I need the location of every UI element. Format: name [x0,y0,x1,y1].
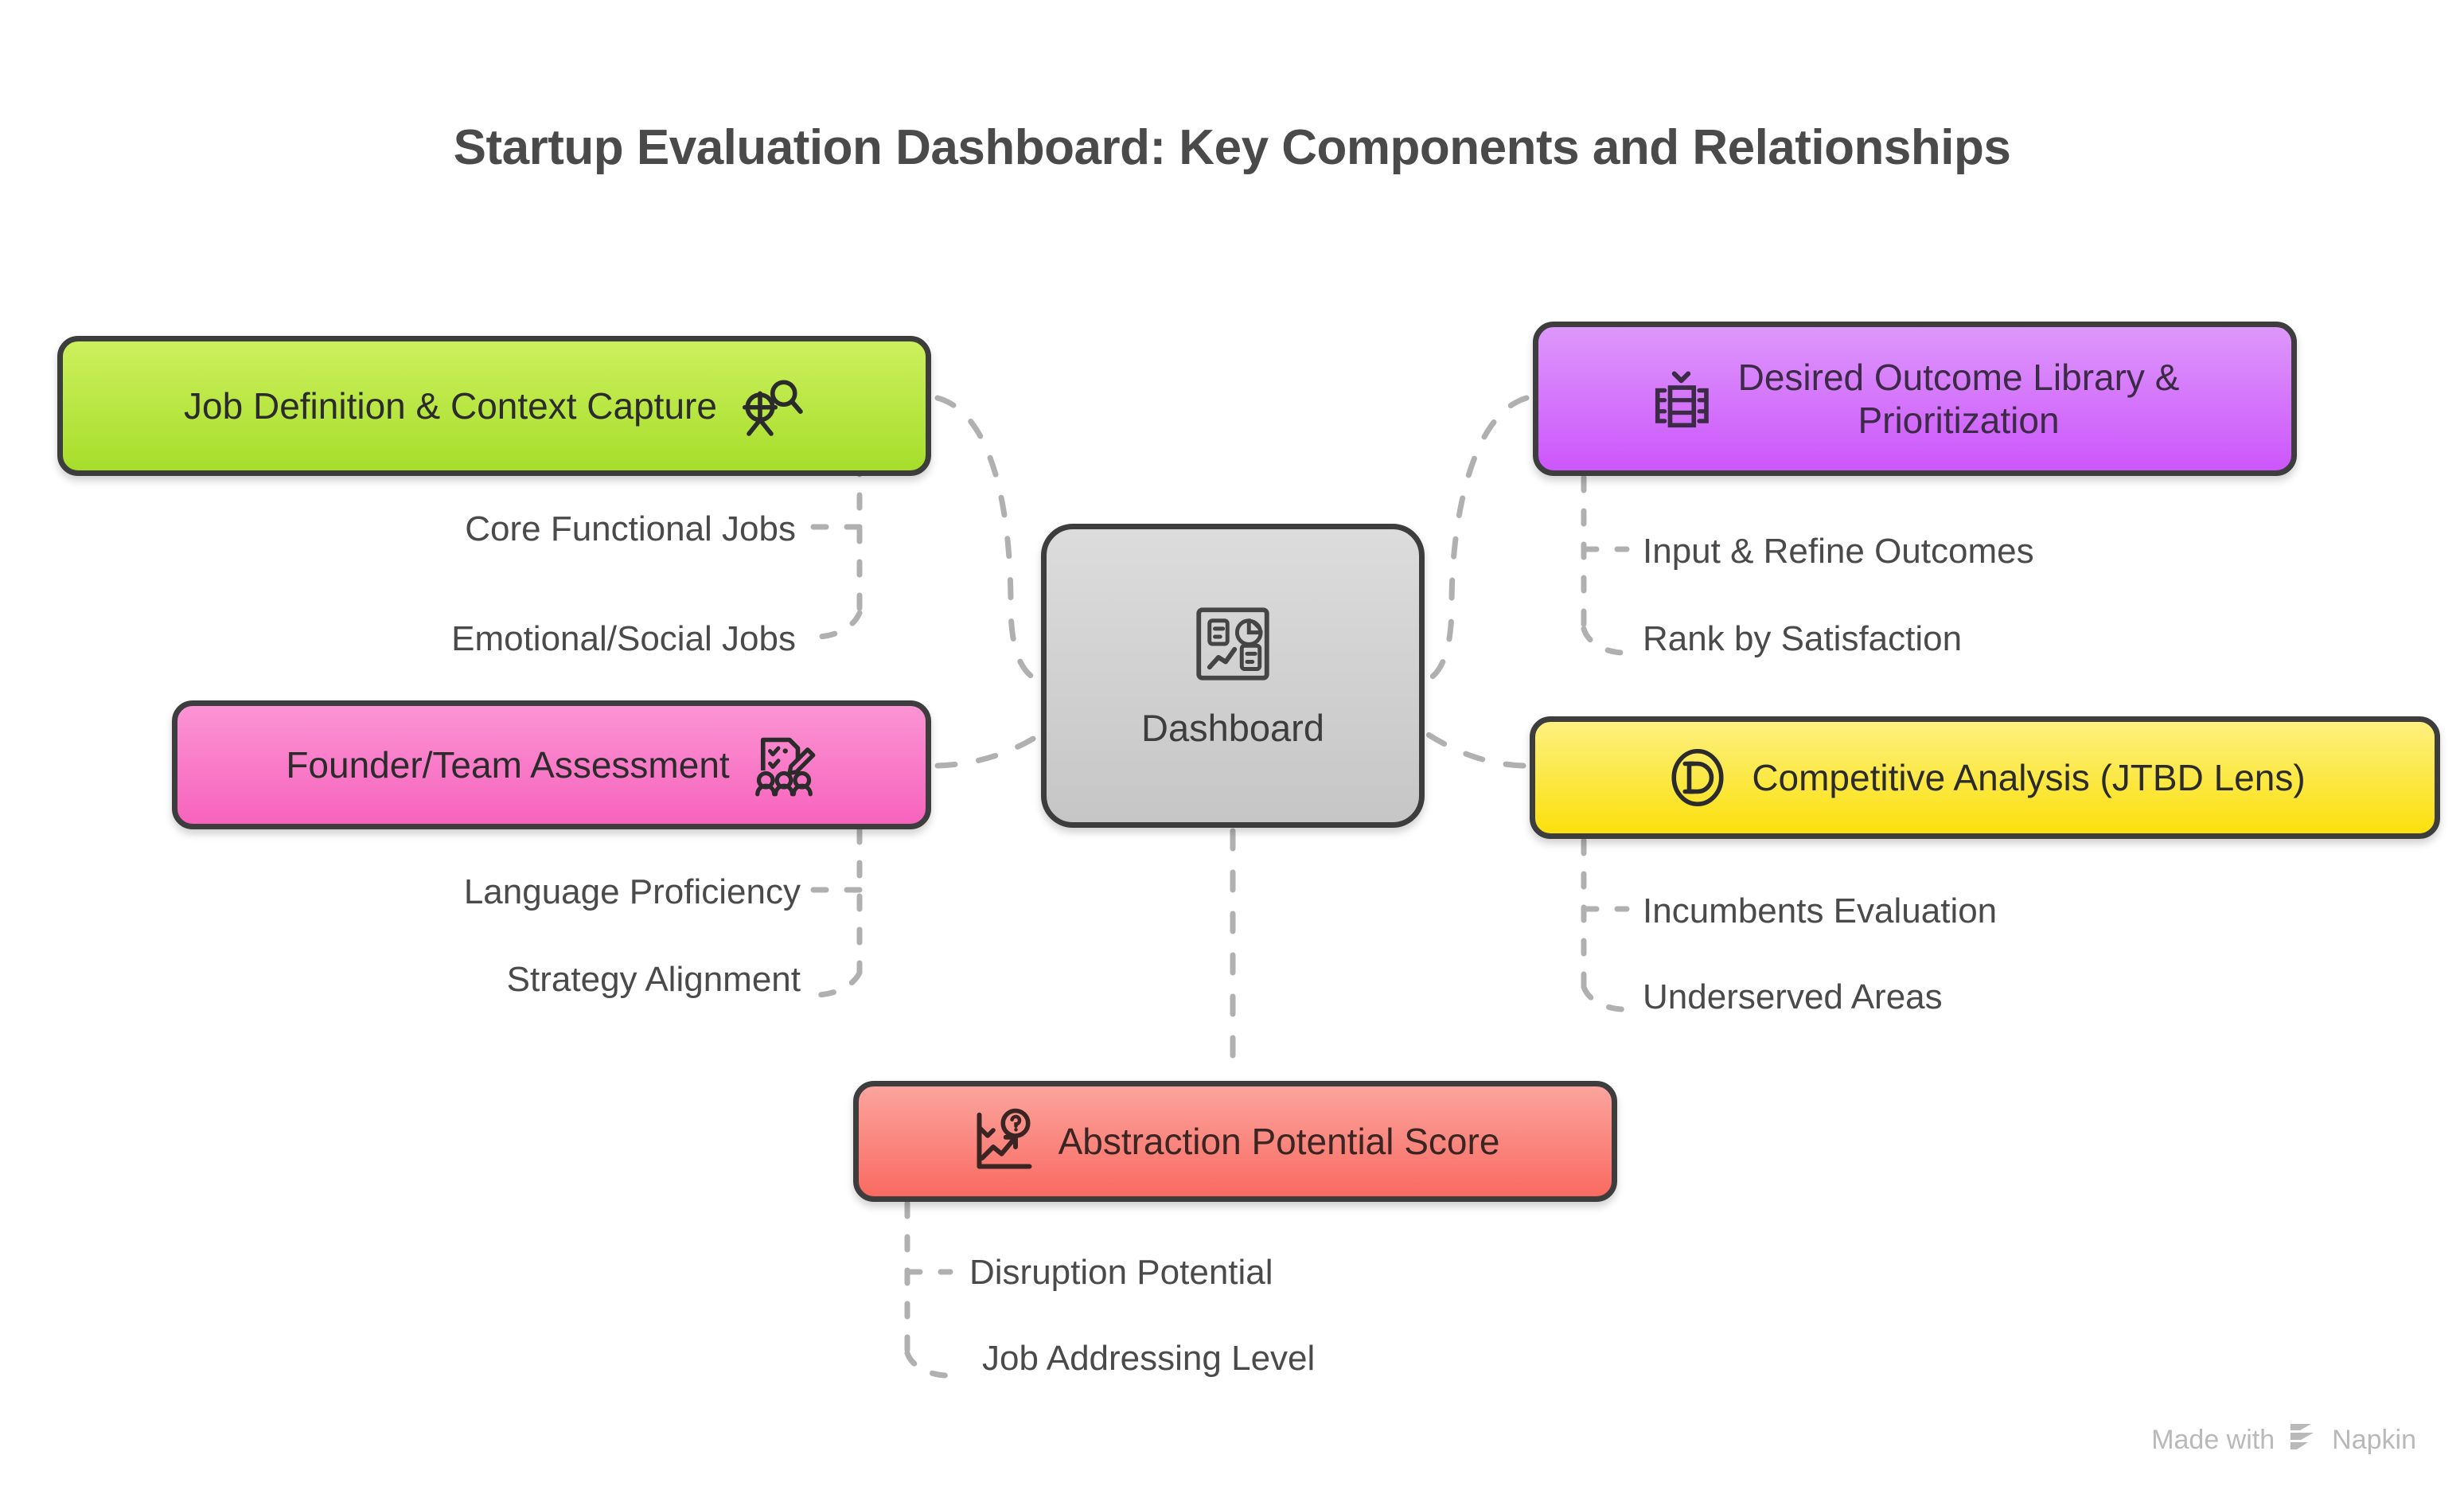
sub-label-emotional-social-jobs: Emotional/Social Jobs [451,619,796,658]
center-node-dashboard[interactable]: Dashboard [1041,524,1425,828]
connector-founder-to-center [934,731,1044,769]
node-job-definition[interactable]: Job Definition & Context Capture [57,336,931,476]
made-with-napkin-footer[interactable]: Made with Napkin [2151,1422,2416,1458]
sub-label-input-refine-outcomes: Input & Refine Outcomes [1643,532,2034,571]
connector-founder-sub-branch [810,826,863,998]
connector-job-to-center [934,395,1044,685]
connector-outcome-to-center [1421,395,1530,685]
node-desired-outcome[interactable]: Desired Outcome Library & Prioritization [1533,322,2297,476]
node-competitive-analysis-label: Competitive Analysis (JTBD Lens) [1752,756,2306,798]
sub-label-core-functional-jobs: Core Functional Jobs [465,509,796,548]
node-abstraction-score-label: Abstraction Potential Score [1058,1120,1500,1162]
napkin-brand-text: Napkin [2332,1425,2416,1455]
dashboard-charts-icon [1190,601,1276,687]
node-competitive-analysis[interactable]: Competitive Analysis (JTBD Lens) [1530,716,2440,839]
sub-label-rank-by-satisfaction: Rank by Satisfaction [1643,619,1963,658]
node-founder-team-label: Founder/Team Assessment [286,743,730,786]
circled-d-icon [1664,744,1731,811]
napkin-logo-icon [2287,1422,2319,1458]
page-title: Startup Evaluation Dashboard: Key Compon… [453,120,2011,175]
sub-label-job-addressing-level: Job Addressing Level [982,1339,1316,1378]
made-with-text: Made with [2151,1425,2275,1455]
connector-outcome-sub-branch [1581,474,1630,656]
sub-label-language-proficiency: Language Proficiency [463,872,801,911]
connector-compet-to-center [1421,729,1526,769]
node-job-definition-label: Job Definition & Context Capture [184,384,717,427]
node-desired-outcome-label: Desired Outcome Library & Prioritization [1737,356,2180,441]
sub-label-incumbents-evaluation: Incumbents Evaluation [1643,891,1998,930]
connector-job-sub-branch [807,458,863,640]
person-search-icon [738,372,805,439]
connector-abstract-sub-branch [904,1200,953,1379]
center-node-label: Dashboard [1141,707,1324,750]
ranked-list-check-icon [1651,365,1717,432]
sub-label-underserved-areas: Underserved Areas [1643,977,1943,1016]
node-founder-team[interactable]: Founder/Team Assessment [172,700,931,829]
sub-label-disruption-potential: Disruption Potential [969,1253,1273,1292]
node-abstraction-score[interactable]: Abstraction Potential Score [853,1081,1617,1202]
connector-compet-sub-branch [1581,837,1630,1012]
chart-question-icon [971,1108,1038,1175]
sub-label-strategy-alignment: Strategy Alignment [506,960,801,999]
checklist-people-icon [751,731,817,798]
